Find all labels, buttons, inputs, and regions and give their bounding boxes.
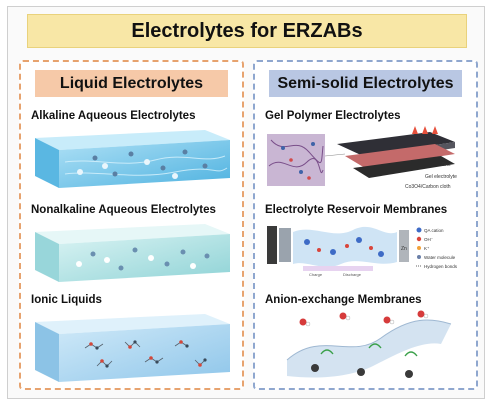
liquid-electrolytes-panel: Liquid Electrolytes Alkaline Aqueous Ele… (19, 60, 244, 390)
k-ion-label: K⁺ (424, 246, 430, 251)
gel-polymer-label: Gel Polymer Electrolytes (265, 110, 401, 122)
ionic-liquids-illustration (35, 312, 230, 384)
gel-electrolyte-label: Gel electrolyte (425, 174, 457, 180)
ionic-liquids-label: Ionic Liquids (31, 294, 102, 306)
oh-label: OH⁻ (424, 237, 434, 242)
anion-exchange-label: Anion-exchange Membranes (265, 294, 422, 306)
discharge-label: Discharge (343, 272, 362, 277)
water-molecule-label: Water molecule (424, 255, 456, 260)
co3o4-carbon-cloth-label: Co3O4/Carbon cloth (405, 184, 451, 190)
electrolyte-reservoir-label: Electrolyte Reservoir Membranes (265, 204, 448, 216)
gel-polymer-illustration: Zinc Gel electrolyte Co3O4/Carbon cloth (265, 126, 470, 194)
hydrogen-bonds-label: Hydrogen bonds (424, 264, 458, 269)
alkaline-aqueous-label: Alkaline Aqueous Electrolytes (31, 110, 196, 122)
zinc-label: Zinc (441, 162, 451, 168)
alkaline-aqueous-illustration (35, 128, 230, 190)
charge-label: Charge (309, 272, 323, 277)
nonalkaline-aqueous-label: Nonalkaline Aqueous Electrolytes (31, 204, 216, 216)
figure-title: Electrolytes for ERZABs (27, 14, 467, 48)
semi-solid-electrolytes-title: Semi-solid Electrolytes (269, 70, 462, 97)
nonalkaline-aqueous-illustration (35, 222, 230, 284)
anion-exchange-illustration (281, 310, 456, 386)
electrolyte-reservoir-illustration: Zn Charge Discharge QA cation OH⁻ K⁺ Wat… (263, 220, 471, 282)
semi-solid-electrolytes-panel: Semi-solid Electrolytes Gel Polymer Elec… (253, 60, 478, 390)
qa-cation-label: QA cation (424, 228, 444, 233)
zn-electrode-label: Zn (401, 246, 407, 252)
liquid-electrolytes-title: Liquid Electrolytes (35, 70, 228, 97)
